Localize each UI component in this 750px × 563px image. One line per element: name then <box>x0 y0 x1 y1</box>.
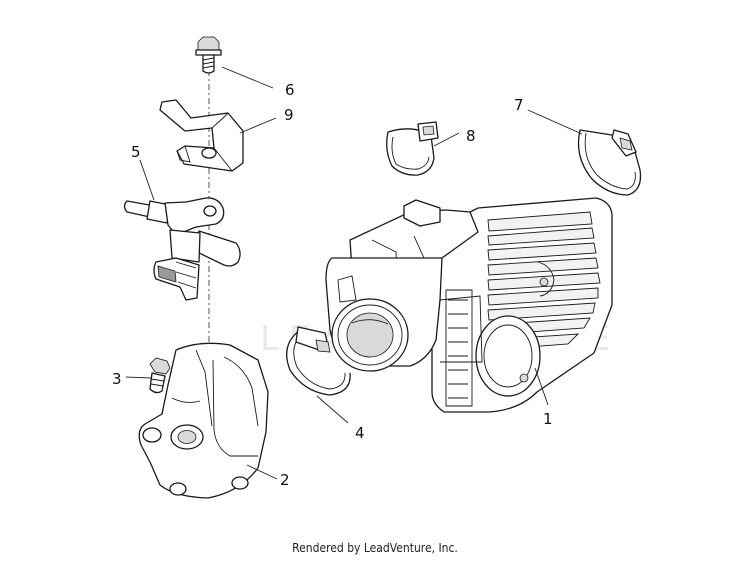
part-throttle-body-1[interactable] <box>325 197 613 413</box>
callout-2: 2 <box>280 471 290 489</box>
part-injector-5[interactable] <box>123 197 241 301</box>
leader-line-8 <box>433 132 460 147</box>
leader-line-2 <box>246 464 278 480</box>
callout-5: 5 <box>131 143 141 161</box>
callout-4: 4 <box>355 424 365 442</box>
leader-line-6 <box>221 66 274 89</box>
part-bolt-3[interactable] <box>149 357 171 394</box>
callout-7: 7 <box>514 96 524 114</box>
leader-line-1 <box>534 367 549 406</box>
leader-line-5 <box>139 159 155 201</box>
part-clamp-4[interactable] <box>286 326 351 396</box>
render-credit: Rendered by LeadVenture, Inc. <box>292 541 458 555</box>
part-manifold-2[interactable] <box>138 342 269 499</box>
leader-line-4 <box>316 395 349 424</box>
callout-8: 8 <box>466 127 476 145</box>
callout-1: 1 <box>543 410 553 428</box>
leader-line-3 <box>125 376 152 379</box>
callout-9: 9 <box>284 106 294 124</box>
leader-line-7 <box>527 109 583 135</box>
callout-6: 6 <box>285 81 295 99</box>
part-bolt-6[interactable] <box>195 36 222 74</box>
part-clamp-8[interactable] <box>386 121 439 176</box>
part-clamp-7[interactable] <box>577 129 642 196</box>
callout-3: 3 <box>112 370 122 388</box>
part-bracket-9[interactable] <box>159 99 244 172</box>
leader-line-9 <box>239 117 277 134</box>
